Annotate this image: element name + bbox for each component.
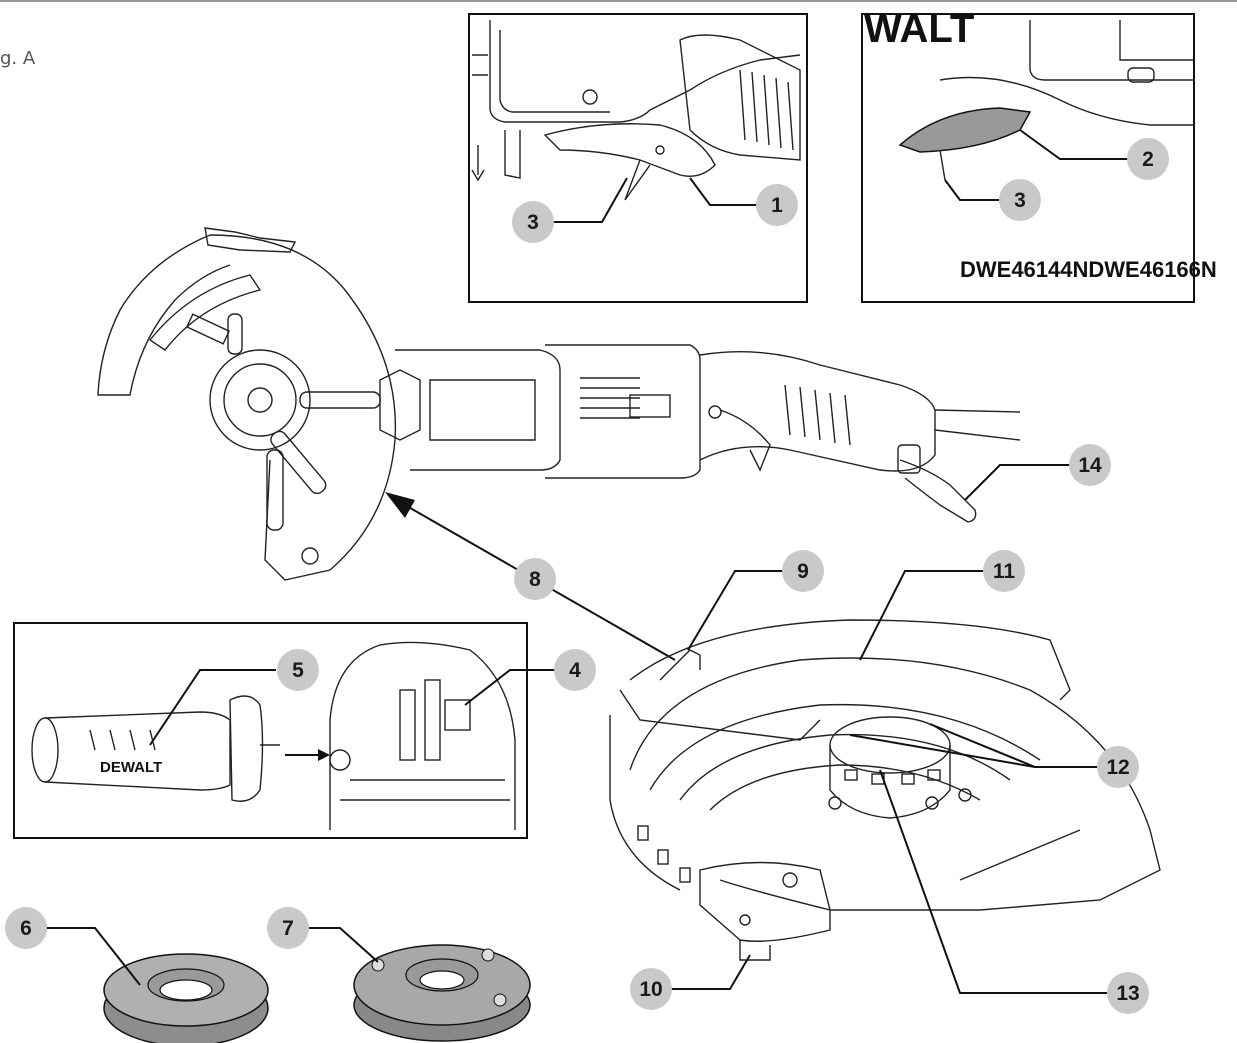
side-handle-brand: DEWALT bbox=[100, 759, 162, 776]
callout-7: 7 bbox=[267, 907, 309, 949]
svg-text:8: 8 bbox=[529, 568, 541, 591]
inset-side-handle: DEWALT bbox=[13, 622, 528, 839]
svg-text:13: 13 bbox=[1116, 982, 1139, 1005]
grinder-assembly bbox=[97, 227, 1021, 581]
callout-6: 6 bbox=[5, 907, 47, 949]
figure-label: g. A bbox=[0, 48, 36, 69]
callout-14: 14 bbox=[1069, 444, 1111, 486]
svg-text:2: 2 bbox=[1142, 148, 1154, 171]
callout-3a: 3 bbox=[512, 201, 554, 243]
callout-10: 10 bbox=[630, 968, 672, 1010]
leader-lines bbox=[44, 129, 1134, 994]
flange-6 bbox=[103, 953, 269, 1043]
svg-text:5: 5 bbox=[292, 659, 304, 682]
inset-trigger-detail bbox=[468, 13, 808, 303]
model-number: DWE46144NDWE46166N bbox=[960, 257, 1217, 282]
callout-13: 13 bbox=[1107, 972, 1149, 1014]
svg-text:6: 6 bbox=[20, 917, 32, 940]
callout-9: 9 bbox=[782, 550, 824, 592]
callout-1: 1 bbox=[756, 184, 798, 226]
callout-11: 11 bbox=[983, 550, 1025, 592]
callout-3b: 3 bbox=[999, 179, 1041, 221]
callout-12: 12 bbox=[1097, 746, 1139, 788]
svg-text:1: 1 bbox=[771, 194, 783, 217]
flange-7 bbox=[353, 944, 531, 1042]
guard-assembly bbox=[609, 619, 1161, 961]
callout-8: 8 bbox=[514, 558, 556, 600]
brand-partial-text: WALT bbox=[864, 7, 974, 51]
svg-text:10: 10 bbox=[639, 978, 662, 1001]
arrow-head bbox=[385, 492, 415, 518]
svg-text:14: 14 bbox=[1078, 454, 1102, 477]
callout-4: 4 bbox=[554, 649, 596, 691]
svg-text:11: 11 bbox=[993, 560, 1016, 583]
svg-text:3: 3 bbox=[527, 211, 539, 234]
svg-text:9: 9 bbox=[797, 560, 809, 583]
inset-lever-detail: WALT bbox=[861, 7, 1195, 303]
svg-text:7: 7 bbox=[282, 917, 294, 940]
svg-text:3: 3 bbox=[1014, 189, 1026, 212]
callout-5: 5 bbox=[277, 649, 319, 691]
svg-text:4: 4 bbox=[569, 659, 581, 682]
callout-2: 2 bbox=[1127, 138, 1169, 180]
svg-text:12: 12 bbox=[1106, 756, 1129, 779]
